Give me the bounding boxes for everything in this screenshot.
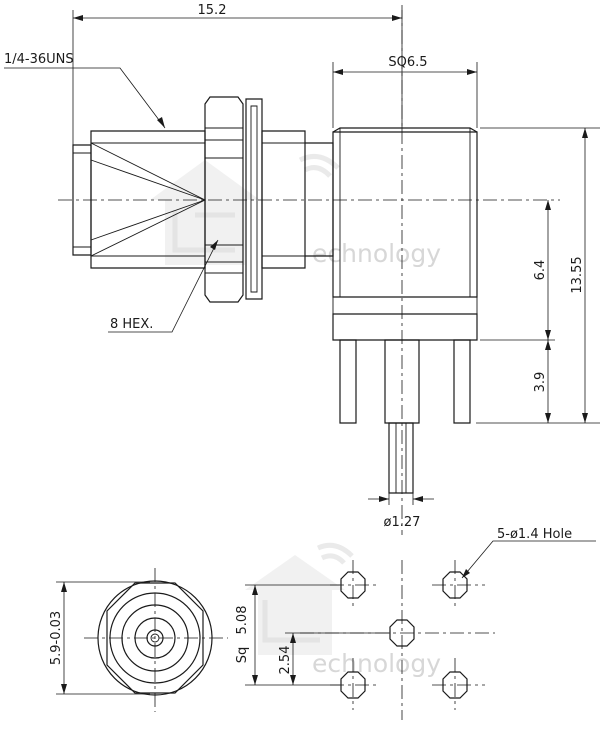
dim-pcb-pitch: 2.54 [278, 632, 390, 685]
dim-label-body-square: SQ6.5 [388, 55, 427, 70]
pcb-hole-bottom-right [442, 671, 468, 699]
pcb-hole-bottom-left [340, 671, 366, 699]
dim-label-flange: 5.9-0.03 [49, 611, 64, 665]
front-view [84, 568, 228, 712]
dim-label-center-height: 6.4 [533, 260, 548, 281]
right-angle-body [332, 131, 478, 298]
watermark-text-top: echnology [312, 239, 441, 268]
ground-pin-right [453, 339, 471, 424]
dim-holes: 5-ø1.4 Hole [461, 527, 596, 579]
dim-pin-diameter: ø1.27 [368, 493, 434, 530]
dim-total-height: 13.55 [476, 127, 600, 424]
dim-label-pcb-square: 5.08 [235, 606, 250, 635]
dim-label-pcb-square-prefix: Sq [235, 647, 250, 664]
front-hex [106, 582, 204, 694]
dim-overall-length: 15.2 [72, 3, 403, 145]
dim-label-thread: 1/4-36UNS [4, 52, 74, 67]
watermark-top: echnology [150, 153, 441, 268]
center-pin-tip [388, 422, 414, 494]
dim-label-hex: 8 HEX. [110, 317, 153, 332]
dim-label-holes: 5-ø1.4 Hole [497, 527, 572, 542]
dim-pcb-square: Sq 5.08 [235, 584, 340, 686]
front-flange [97, 580, 213, 696]
dim-label-total-height: 13.55 [570, 256, 585, 293]
dim-label-overall-length: 15.2 [198, 3, 227, 18]
hex-nut [204, 96, 244, 303]
dim-label-pin-diameter: ø1.27 [384, 515, 421, 530]
ground-pin-left [339, 339, 357, 424]
center-pin [384, 339, 420, 424]
pcb-hole-top-right [442, 571, 468, 599]
dim-body-square: SQ6.5 [332, 55, 478, 128]
washer [245, 98, 263, 300]
pcb-hole-center [389, 619, 415, 647]
side-view [72, 96, 478, 494]
dim-hex: 8 HEX. [108, 239, 219, 333]
dim-flange: 5.9-0.03 [49, 581, 150, 695]
watermark-bottom: echnology [245, 542, 441, 678]
dim-pin-length: 3.9 [533, 340, 551, 423]
watermark-text-bottom: echnology [312, 649, 441, 678]
pcb-hole-top-left [340, 571, 366, 599]
dim-thread: 1/4-36UNS [4, 52, 166, 129]
dim-center-height: 6.4 [480, 200, 555, 341]
base-flange [332, 313, 478, 341]
dim-label-pcb-pitch: 2.54 [278, 646, 293, 675]
dim-label-pin-length: 3.9 [533, 372, 548, 393]
